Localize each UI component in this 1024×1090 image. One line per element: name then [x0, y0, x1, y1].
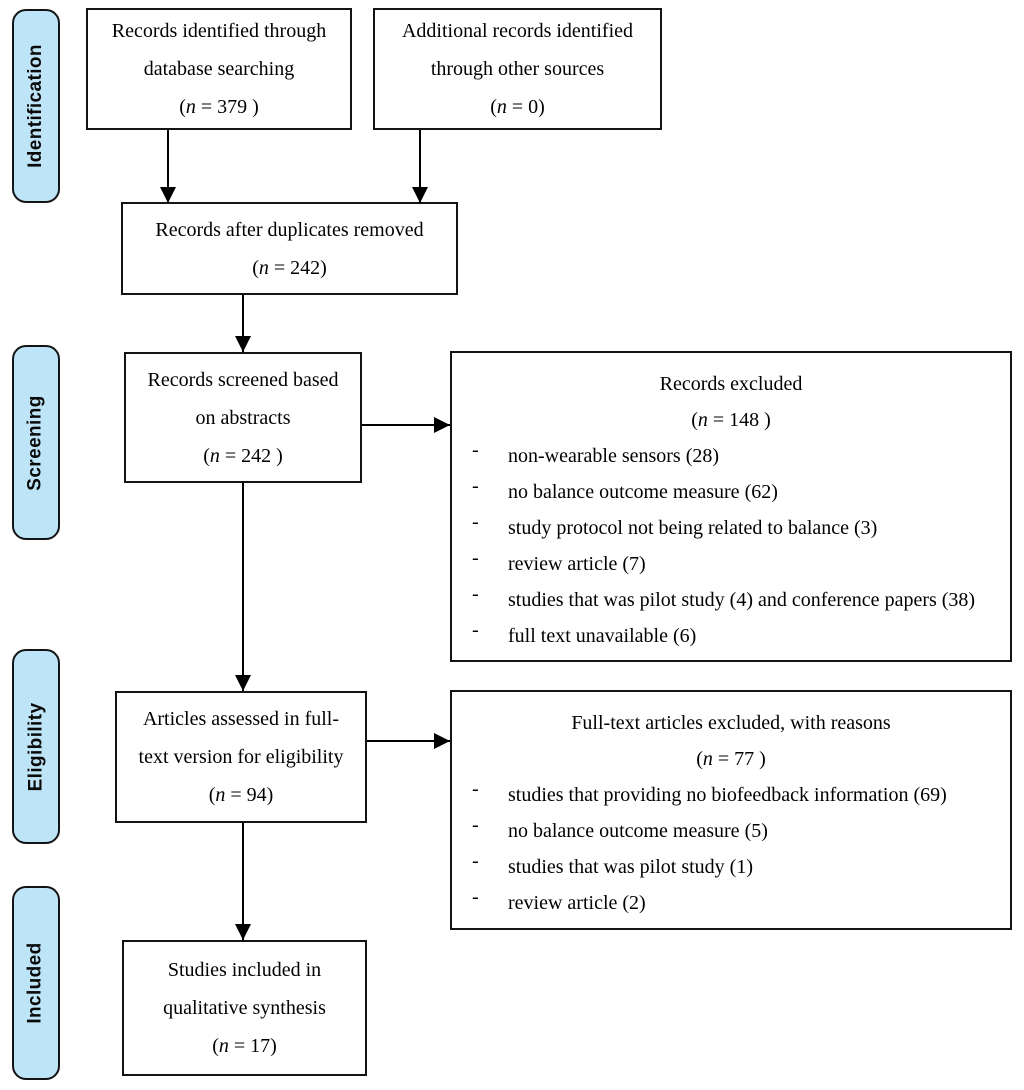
arrow-down-additional-to-duplicates — [419, 130, 421, 203]
exclusion-reason-text: full text unavailable (6) — [508, 625, 697, 647]
records-identified-box: Records identified through database sear… — [86, 8, 352, 130]
bullet-dash: - — [472, 475, 479, 497]
box-text-line: Articles assessed in full- — [142, 708, 340, 730]
exclusion-reason-text: study protocol not being related to bala… — [508, 517, 878, 539]
box-text-line: on abstracts — [195, 406, 291, 429]
box-count: (n = 0) — [490, 96, 545, 118]
box-title: Records excluded — [659, 373, 803, 395]
fulltext-excluded-box: Full-text articles excluded, with reason… — [450, 690, 1012, 930]
exclusion-reason-text: no balance outcome measure (62) — [508, 481, 778, 503]
box-count: (n = 242 ) — [203, 444, 283, 467]
bullet-dash: - — [472, 619, 479, 641]
records-screened-box: Records screened based on abstracts (n =… — [124, 352, 362, 483]
stage-label-identification: Identification — [12, 9, 60, 203]
stage-label-text: Screening — [25, 394, 46, 491]
arrow-down-fulltext-to-included — [242, 823, 244, 940]
stage-label-eligibility: Eligibility — [12, 649, 60, 844]
exclusion-reason: - studies that was pilot study (4) and co… — [472, 582, 1004, 618]
exclusion-reason-list: - non-wearable sensors (28) - no balance ou… — [452, 438, 1010, 654]
exclusion-reason-text: review article (2) — [508, 892, 646, 914]
stage-label-text: Included — [25, 942, 47, 1024]
exclusion-reason-text: studies that was pilot study (4) and con… — [508, 589, 976, 611]
additional-records-box: Additional records identified through ot… — [373, 8, 662, 130]
bullet-dash: - — [472, 850, 479, 872]
included-studies-box: Studies included in qualitative synthesi… — [122, 940, 367, 1076]
stage-label-included: Included — [12, 886, 60, 1080]
box-count: (n = 77 ) — [696, 748, 766, 770]
box-text-line: qualitative synthesis — [163, 997, 326, 1019]
exclusion-reason-text: no balance outcome measure (5) — [508, 820, 768, 842]
arrow-right-screened-to-excluded — [362, 424, 450, 426]
exclusion-reason-text: studies that was pilot study (1) — [508, 856, 753, 878]
exclusion-reason: - study protocol not being related to bal… — [472, 510, 1004, 546]
exclusion-reason: - full text unavailable (6) — [472, 618, 1004, 654]
box-count: (n = 148 ) — [691, 409, 771, 431]
box-count: (n = 242) — [252, 256, 327, 279]
arrow-right-fulltext-to-excluded — [367, 740, 450, 742]
arrow-down-identified-to-duplicates — [167, 130, 169, 203]
bullet-dash: - — [472, 511, 479, 533]
box-text-line: Records after duplicates removed — [155, 218, 424, 241]
bullet-dash: - — [472, 886, 479, 908]
exclusion-reason: - non-wearable sensors (28) — [472, 438, 1004, 474]
box-text-line: Records screened based — [147, 368, 339, 391]
exclusion-reason-list: - studies that providing no biofeedback i… — [452, 777, 1010, 921]
stage-label-text: Eligibility — [25, 702, 47, 791]
stage-label-screening: Screening — [12, 345, 60, 540]
bullet-dash: - — [472, 778, 479, 800]
box-count: (n = 94) — [208, 784, 274, 806]
exclusion-reason: - studies that was pilot study (1) — [472, 849, 1004, 885]
fulltext-assessed-box: Articles assessed in full- text version … — [115, 691, 367, 823]
arrow-down-screened-to-fulltext — [242, 483, 244, 691]
exclusion-reason: - no balance outcome measure (62) — [472, 474, 1004, 510]
box-title: Full-text articles excluded, with reason… — [571, 712, 891, 734]
bullet-dash: - — [472, 583, 479, 605]
box-text-line: database searching — [143, 58, 295, 80]
arrow-down-duplicates-to-screened — [242, 295, 244, 352]
exclusion-reason-text: non-wearable sensors (28) — [508, 445, 720, 467]
exclusion-reason-text: review article (7) — [508, 553, 646, 575]
box-text-line: through other sources — [430, 58, 605, 80]
box-count: (n = 17) — [212, 1035, 277, 1057]
stage-label-text: Identification — [25, 44, 47, 168]
bullet-dash: - — [472, 547, 479, 569]
box-count: (n = 379 ) — [179, 96, 259, 118]
box-text-line: Records identified through — [111, 20, 327, 42]
exclusion-reason: - no balance outcome measure (5) — [472, 813, 1004, 849]
exclusion-reason: - studies that providing no biofeedback i… — [472, 777, 1004, 813]
duplicates-removed-box: Records after duplicates removed (n = 24… — [121, 202, 458, 295]
records-excluded-box: Records excluded (n = 148 ) - non-wearabl… — [450, 351, 1012, 662]
box-text-line: text version for eligibility — [138, 746, 344, 768]
box-text-line: Studies included in — [167, 959, 322, 981]
bullet-dash: - — [472, 439, 479, 461]
exclusion-reason: - review article (7) — [472, 546, 1004, 582]
exclusion-reason: - review article (2) — [472, 885, 1004, 921]
bullet-dash: - — [472, 814, 479, 836]
exclusion-reason-text: studies that providing no biofeedback in… — [508, 784, 947, 806]
box-text-line: Additional records identified — [401, 20, 634, 42]
